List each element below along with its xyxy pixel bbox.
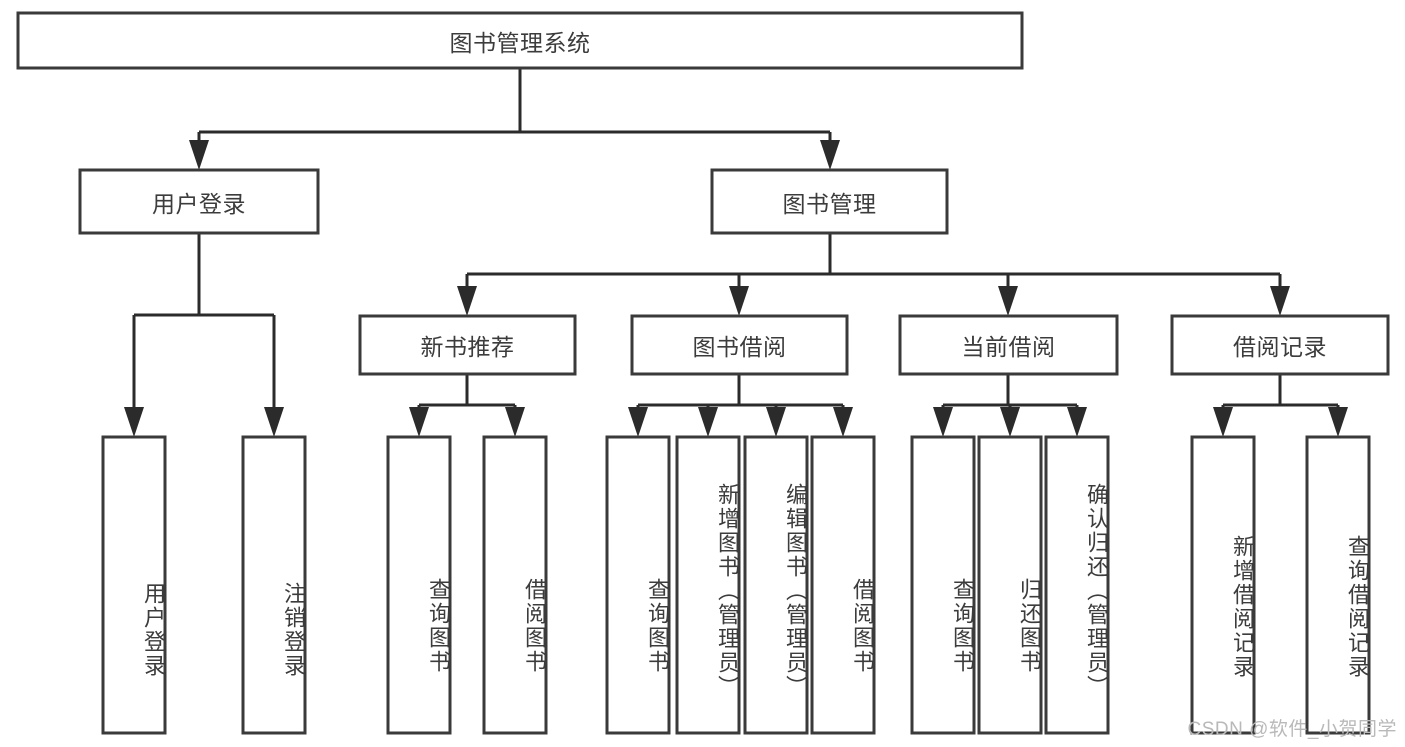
node-box-leaf-user-login[interactable] bbox=[101, 435, 167, 735]
node-box-leaf-user-logout[interactable] bbox=[241, 435, 307, 735]
arrow-head-borrow-record bbox=[1270, 286, 1290, 316]
arrow-head-leaf-confirm-return bbox=[1067, 407, 1087, 437]
arrow-head-book-borrow bbox=[729, 286, 749, 316]
node-box-user-login[interactable] bbox=[78, 168, 320, 235]
connector-group-book-borrow bbox=[628, 374, 853, 437]
node-box-leaf-query-book-1[interactable] bbox=[386, 435, 452, 735]
node-box-leaf-add-record[interactable] bbox=[1190, 435, 1256, 735]
arrow-head-leaf-query-book-1 bbox=[409, 407, 429, 437]
connector-group-current-borrow bbox=[933, 374, 1087, 437]
arrow-head-leaf-borrow-book-2 bbox=[833, 407, 853, 437]
node-box-leaf-borrow-book-2[interactable] bbox=[810, 435, 876, 735]
node-box-borrow-record[interactable] bbox=[1170, 314, 1390, 376]
arrow-head-new-book-rec bbox=[457, 286, 477, 316]
node-box-book-borrow[interactable] bbox=[630, 314, 849, 376]
connector-group-borrow-record bbox=[1213, 374, 1348, 437]
arrow-head-leaf-add-record bbox=[1213, 407, 1233, 437]
node-box-book-manage[interactable] bbox=[710, 168, 949, 235]
arrow-head-current-borrow bbox=[998, 286, 1018, 316]
arrow-head-user-login bbox=[189, 140, 209, 170]
node-box-leaf-query-book-3[interactable] bbox=[910, 435, 976, 735]
node-box-root[interactable] bbox=[16, 11, 1024, 70]
connector-group-new-book-rec bbox=[409, 374, 525, 437]
arrow-head-leaf-borrow-book-1 bbox=[505, 407, 525, 437]
arrow-head-leaf-edit-book bbox=[766, 407, 786, 437]
arrow-head-leaf-return-book bbox=[1000, 407, 1020, 437]
arrow-head-leaf-add-book bbox=[698, 407, 718, 437]
arrow-head-leaf-query-book-3 bbox=[933, 407, 953, 437]
connector-group-user-login bbox=[124, 233, 284, 437]
arrow-head-book-manage bbox=[820, 140, 840, 170]
node-box-leaf-borrow-book-1[interactable] bbox=[482, 435, 548, 735]
node-box-new-book-rec[interactable] bbox=[358, 314, 577, 376]
node-box-leaf-add-book[interactable] bbox=[675, 435, 741, 735]
node-box-current-borrow[interactable] bbox=[898, 314, 1119, 376]
arrow-head-leaf-user-login bbox=[124, 407, 144, 437]
connector-group-book-manage bbox=[457, 233, 1290, 316]
arrow-head-leaf-user-logout bbox=[264, 407, 284, 437]
node-box-leaf-edit-book[interactable] bbox=[743, 435, 809, 735]
arrow-head-leaf-query-record bbox=[1328, 407, 1348, 437]
arrow-head-leaf-query-book-2 bbox=[628, 407, 648, 437]
node-box-leaf-confirm-return[interactable] bbox=[1044, 435, 1110, 735]
node-box-leaf-query-record[interactable] bbox=[1305, 435, 1371, 735]
node-box-leaf-query-book-2[interactable] bbox=[605, 435, 671, 735]
connector-group-root bbox=[189, 68, 840, 170]
node-box-leaf-return-book[interactable] bbox=[977, 435, 1043, 735]
